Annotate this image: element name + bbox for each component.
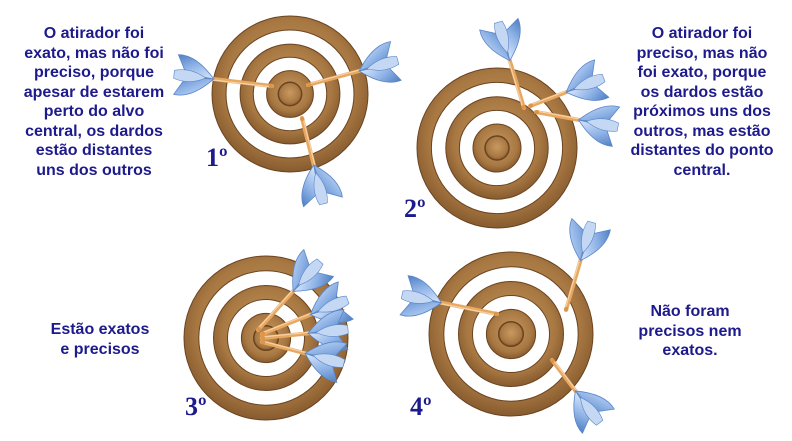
panel-number-4: 4º: [410, 392, 432, 422]
caption-line: exato, mas não foi: [6, 44, 182, 64]
caption-line: exatos.: [628, 341, 752, 361]
caption-line: O atirador foi: [6, 24, 182, 44]
caption-line: estão distantes: [6, 141, 182, 161]
caption-line: os dardos estão: [617, 83, 787, 103]
caption-line: outros, mas estão: [617, 122, 787, 142]
caption-line: preciso, mas não: [617, 44, 787, 64]
caption-panel-4: Não foram precisos nem exatos.: [628, 302, 752, 361]
caption-line: distantes do ponto: [617, 141, 787, 161]
panel-number-1: 1º: [206, 143, 228, 173]
caption-line: apesar de estarem: [6, 83, 182, 103]
caption-panel-2: O atirador foi preciso, mas não foi exat…: [617, 24, 787, 180]
caption-line: Estão exatos: [40, 320, 160, 340]
panel-number-2: 2º: [404, 194, 426, 224]
target-1: [212, 16, 368, 172]
caption-panel-3: Estão exatos e precisos: [40, 320, 160, 359]
caption-line: perto do alvo: [6, 102, 182, 122]
caption-line: precisos nem: [628, 322, 752, 342]
caption-line: próximos uns dos: [617, 102, 787, 122]
target-4: [429, 252, 593, 416]
caption-line: e precisos: [40, 340, 160, 360]
caption-panel-1: O atirador foi exato, mas não foi precis…: [6, 24, 182, 180]
caption-line: preciso, porque: [6, 63, 182, 83]
bullseye: [499, 322, 524, 347]
caption-line: Não foram: [628, 302, 752, 322]
caption-line: central.: [617, 161, 787, 181]
caption-line: central, os dardos: [6, 122, 182, 142]
caption-line: uns dos outros: [6, 161, 182, 181]
caption-line: O atirador foi: [617, 24, 787, 44]
bullseye: [278, 82, 301, 105]
caption-line: foi exato, porque: [617, 63, 787, 83]
panel-number-3: 3º: [185, 392, 207, 422]
bullseye: [485, 136, 509, 160]
target-2: [417, 68, 577, 228]
